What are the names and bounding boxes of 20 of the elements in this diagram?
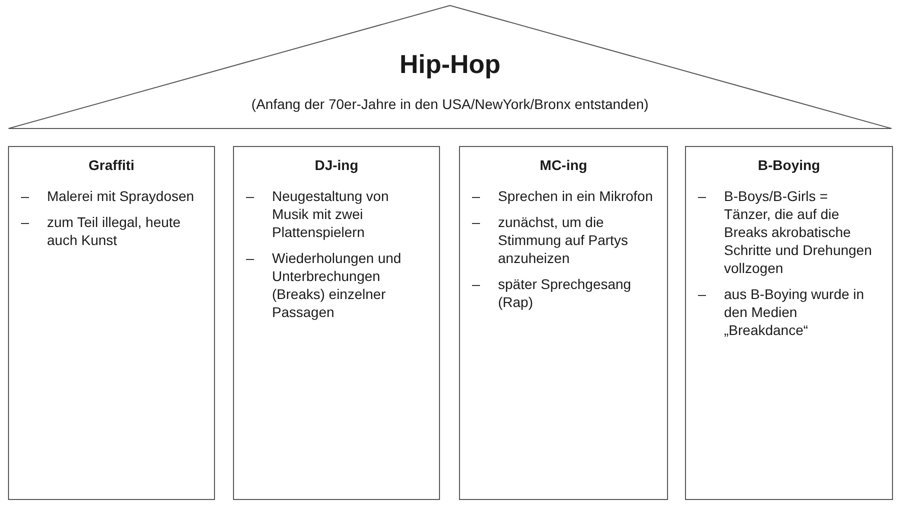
bullet-text: aus B-Boying wurde in den Medien „Breakdance“ (724, 285, 866, 339)
pillar-box (459, 146, 668, 500)
bullet-text: später Sprechgesang (Rap) (498, 275, 632, 311)
bullet-text: Malerei mit Spraydosen (47, 187, 196, 205)
roof-triangle (8, 5, 892, 129)
bullet-text: zunächst, um die Stimmung auf Partys anzuheizen (498, 213, 629, 267)
pillar-box (8, 146, 215, 500)
title-text: Hip-Hop (398, 49, 502, 80)
bullet-text: Sprechen in ein Mikrofon (498, 187, 653, 205)
pillar-heading: Graffiti (88, 157, 136, 173)
bullet-text: B-Boys/B-Girls = Tänzer, die auf die Breaks akrobatische Schritte und Drehungen vollzogen (724, 187, 873, 277)
subtitle-text: (Anfang der 70er-Jahre in den USA/NewYork/Bronx entstanden) (250, 96, 650, 112)
pillar-heading: DJ-ing (314, 157, 360, 173)
bullet-text: zum Teil illegal, heute auch Kunst (47, 213, 182, 249)
pillar-box (233, 146, 440, 500)
pillar-heading: B-Boying (756, 157, 822, 173)
bullet-text: Neugestaltung von Musik mit zwei Plattenspielern (272, 187, 390, 241)
pillar-heading: MC-ing (538, 157, 588, 173)
pillar-box (685, 146, 893, 500)
bullet-text: Wiederholungen und Unterbrechungen (Breaks) einzelner Passagen (272, 249, 402, 321)
